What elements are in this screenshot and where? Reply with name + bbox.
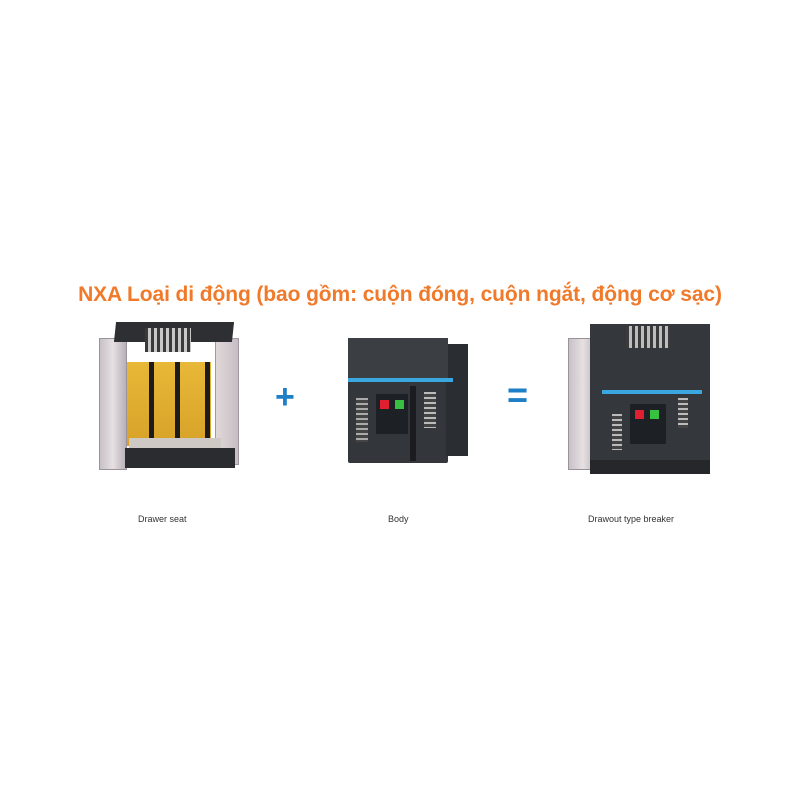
equals-icon: = (507, 374, 529, 415)
drawer-seat-image (95, 318, 245, 478)
page-title: NXA Loại di động (bao gồm: cuộn đóng, cu… (78, 283, 722, 306)
caption-drawout-breaker: Drawout type breaker (588, 514, 675, 524)
plus-icon: + (275, 378, 295, 416)
drawout-breaker-image (560, 318, 730, 478)
caption-body: Body (388, 514, 409, 524)
breaker-body-image (342, 330, 472, 470)
caption-drawer-seat: Drawer seat (138, 514, 187, 524)
